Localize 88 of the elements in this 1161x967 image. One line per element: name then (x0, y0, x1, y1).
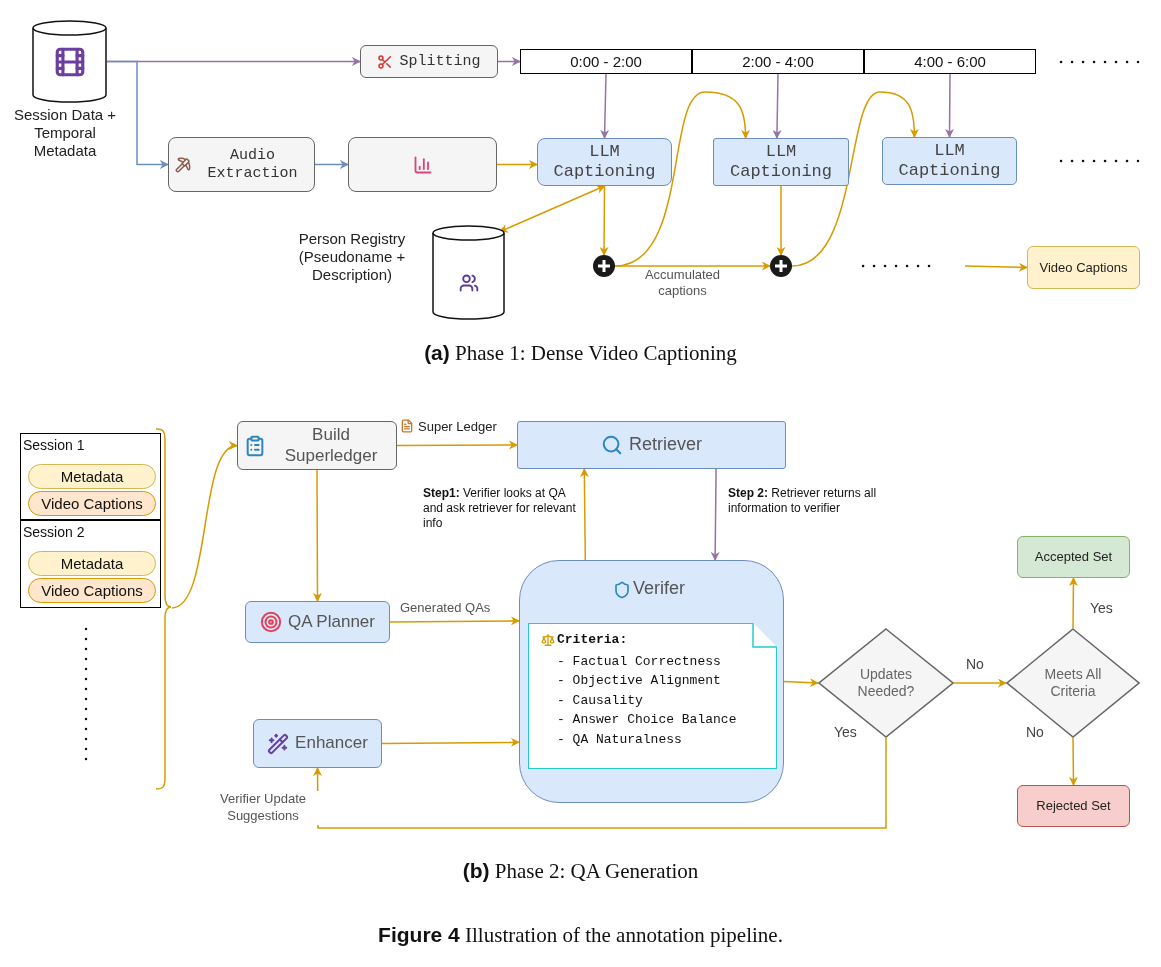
arrow (396, 440, 518, 450)
criteria-item: - Objective Alignment (557, 673, 721, 689)
arrow (497, 57, 521, 66)
arrow (389, 616, 520, 626)
time-segment (692, 49, 864, 74)
arrow (599, 185, 609, 256)
plus-circle (593, 255, 615, 277)
arrow (381, 737, 520, 747)
node-label: Audio Extraction (206, 146, 299, 183)
process-box (713, 138, 849, 186)
pill-box (28, 464, 156, 489)
process-box (360, 45, 498, 78)
arrow (312, 469, 322, 602)
node-label: LLM Captioning (897, 140, 1002, 182)
verifier-panel (519, 560, 784, 803)
process-box (237, 421, 397, 470)
process-box (517, 421, 786, 469)
arrow (313, 737, 887, 829)
arrow (496, 159, 538, 169)
node-label: Enhancer (295, 733, 368, 754)
node-label: Video Captions (1039, 259, 1128, 276)
arrow (171, 444, 238, 609)
node-label: Session 1 (23, 437, 86, 454)
plus-circle (770, 255, 792, 277)
arrow (499, 185, 606, 233)
node-label: LLM Captioning (729, 141, 833, 183)
edge-label: Super Ledger (418, 419, 497, 436)
node-label: Video Captions (41, 581, 143, 600)
node-label: Person Registry (Pseudoname + Description) (297, 230, 407, 284)
pill-box (28, 491, 156, 516)
criteria-item: - QA Naturalness (557, 731, 682, 747)
node-label: Rejected Set (1036, 798, 1111, 814)
arrow (600, 73, 610, 139)
node-label: 2:00 - 4:00 (742, 52, 814, 71)
arrow (791, 91, 919, 267)
arrow (783, 678, 819, 688)
criteria-note (528, 623, 777, 769)
arrow (579, 468, 589, 561)
node-label: Metadata (60, 554, 124, 573)
node-label: Splitting (399, 52, 481, 71)
arrow (614, 261, 771, 271)
process-box (1017, 536, 1130, 578)
arrow (314, 160, 349, 169)
pill-box (28, 551, 156, 576)
process-box (348, 137, 497, 192)
node-label: Build Superledger (283, 425, 379, 466)
node-label: Updates Needed? (856, 666, 916, 700)
arrow (106, 60, 169, 169)
criteria-item: - Factual Correctness (557, 653, 721, 669)
criteria-item: - Causality (557, 692, 643, 708)
criteria-item: - Answer Choice Balance (557, 712, 737, 728)
subfigure-caption: (a) Phase 1: Dense Video Captioning (424, 341, 737, 365)
edge-label: Generated QAs (400, 600, 491, 617)
process-box (537, 138, 672, 186)
note-heading: Criteria: (557, 632, 628, 648)
subfigure-caption: (b) Phase 2: QA Generation (462, 859, 699, 883)
arrow (710, 468, 720, 561)
node-label: Video Captions (41, 494, 143, 513)
arrow (1068, 577, 1078, 629)
arrow (953, 678, 1007, 688)
figure-caption: Figure 4 Illustration of the annotation pipeline. (378, 923, 783, 947)
node-label: 4:00 - 6:00 (914, 52, 986, 71)
arrow (1068, 737, 1078, 786)
node-label: Metadata (60, 467, 124, 486)
process-box (245, 601, 390, 643)
node-label: Retriever (629, 434, 702, 456)
time-segment (864, 49, 1036, 74)
process-box (168, 137, 315, 192)
node-label: Meets All Criteria (1043, 666, 1103, 700)
session-box (20, 433, 161, 520)
time-segment (520, 49, 692, 74)
arrow (772, 73, 782, 139)
arrow (776, 185, 786, 256)
pill-box (28, 578, 156, 603)
session-box (20, 520, 161, 608)
node-label: Session 2 (23, 524, 86, 541)
process-box (882, 137, 1017, 185)
node-label: QA Planner (288, 611, 375, 633)
process-box (253, 719, 382, 768)
output-box (1027, 246, 1140, 289)
arrow (945, 73, 955, 138)
node-label: LLM Captioning (552, 141, 657, 183)
arrow (964, 262, 1028, 272)
node-label: Session Data + Temporal Metadata (12, 106, 118, 160)
process-box (1017, 785, 1130, 827)
node-label: Accepted Set (1034, 549, 1113, 565)
node-label: 0:00 - 2:00 (570, 52, 642, 71)
node-label: Verifer (633, 578, 687, 600)
